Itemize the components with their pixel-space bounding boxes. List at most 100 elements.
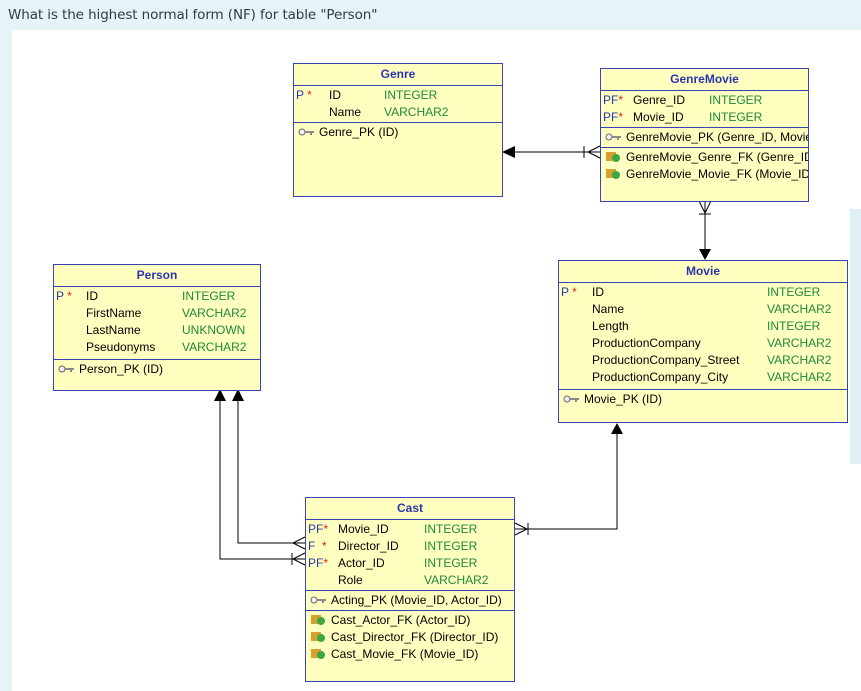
column-key-flag: PF* <box>308 556 329 570</box>
table-cast-columns: PF* Movie_ID INTEGER F * Director_ID INT… <box>306 520 514 591</box>
column-name: ID <box>592 285 604 299</box>
column-type: INTEGER <box>182 289 236 303</box>
table-person-title: Person <box>54 265 260 287</box>
table-genremovie-fks: GenreMovie_Genre_FK (Genre_ID GenreMovie… <box>601 148 808 184</box>
table-movie-title: Movie <box>559 261 847 283</box>
column-key-flag: P * <box>296 88 312 102</box>
column-type: INTEGER <box>384 88 438 102</box>
foreign-key-label: Cast_Movie_FK (Movie_ID) <box>331 647 479 661</box>
table-person[interactable]: Person P * ID INTEGER FirstName VARCHAR2… <box>53 264 261 391</box>
column-row: P * ID INTEGER <box>294 87 502 104</box>
table-genre[interactable]: Genre P * ID INTEGER Name VARCHAR2 Genre… <box>293 63 503 197</box>
column-type: VARCHAR2 <box>767 302 832 316</box>
column-row: PF* Movie_ID INTEGER <box>306 521 514 538</box>
column-type: INTEGER <box>424 522 478 536</box>
column-name: ProductionCompany <box>592 336 701 350</box>
column-name: Genre_ID <box>633 93 686 107</box>
column-type: VARCHAR2 <box>424 573 489 587</box>
key-icon <box>58 365 74 373</box>
table-genremovie-keys: GenreMovie_PK (Genre_ID, Movie <box>601 128 808 148</box>
column-type: VARCHAR2 <box>767 336 832 350</box>
column-row: Length INTEGER <box>559 318 847 335</box>
foreign-key-row: Cast_Director_FK (Director_ID) <box>306 629 514 646</box>
column-type: VARCHAR2 <box>182 340 247 354</box>
column-type: INTEGER <box>424 556 478 570</box>
table-movie-columns: P * ID INTEGER Name VARCHAR2 Length INTE… <box>559 283 847 390</box>
table-genremovie-title: GenreMovie <box>601 69 808 91</box>
column-name: Name <box>329 105 362 119</box>
column-name: Movie_ID <box>338 522 389 536</box>
foreign-key-label: Cast_Actor_FK (Actor_ID) <box>331 613 471 627</box>
foreign-key-label: GenreMovie_Movie_FK (Movie_ID) <box>626 167 808 181</box>
question-text: What is the highest normal form (NF) for… <box>8 7 378 23</box>
column-type: VARCHAR2 <box>384 105 449 119</box>
column-row: Pseudonyms VARCHAR2 <box>54 339 260 356</box>
column-row: FirstName VARCHAR2 <box>54 305 260 322</box>
foreign-key-row: Cast_Actor_FK (Actor_ID) <box>306 612 514 629</box>
column-type: VARCHAR2 <box>767 370 832 384</box>
column-name: ProductionCompany_Street <box>592 353 740 367</box>
column-row: Role VARCHAR2 <box>306 572 514 589</box>
column-row: ProductionCompany VARCHAR2 <box>559 335 847 352</box>
column-key-flag: F * <box>308 539 327 553</box>
primary-key-label: Genre_PK (ID) <box>319 125 399 139</box>
primary-key-row: Genre_PK (ID) <box>294 124 502 141</box>
column-row: PF* Movie_ID INTEGER <box>601 109 808 126</box>
column-name: Pseudonyms <box>86 340 156 354</box>
foreign-key-row: GenreMovie_Genre_FK (Genre_ID <box>601 149 808 166</box>
column-name: Actor_ID <box>338 556 385 570</box>
column-row: PF* Actor_ID INTEGER <box>306 555 514 572</box>
table-genre-columns: P * ID INTEGER Name VARCHAR2 <box>294 86 502 123</box>
column-name: Length <box>592 319 629 333</box>
column-row: ProductionCompany_Street VARCHAR2 <box>559 352 847 369</box>
foreign-key-icon <box>606 152 620 162</box>
foreign-key-icon <box>606 169 620 179</box>
table-cast[interactable]: Cast PF* Movie_ID INTEGER F * Director_I… <box>305 497 515 682</box>
table-person-keys: Person_PK (ID) <box>54 360 260 379</box>
table-genremovie[interactable]: GenreMovie PF* Genre_ID INTEGER PF* Movi… <box>600 68 809 202</box>
foreign-key-label: Cast_Director_FK (Director_ID) <box>331 630 499 644</box>
foreign-key-icon <box>311 632 325 642</box>
column-row: Name VARCHAR2 <box>294 104 502 121</box>
primary-key-row: GenreMovie_PK (Genre_ID, Movie <box>601 129 808 146</box>
table-movie[interactable]: Movie P * ID INTEGER Name VARCHAR2 Lengt… <box>558 260 848 423</box>
column-key-flag: PF* <box>308 522 329 536</box>
column-name: Director_ID <box>338 539 399 553</box>
key-icon <box>605 133 621 141</box>
foreign-key-row: Cast_Movie_FK (Movie_ID) <box>306 646 514 663</box>
column-name: Name <box>592 302 625 316</box>
column-type: INTEGER <box>709 93 763 107</box>
column-name: Movie_ID <box>633 110 684 124</box>
column-key-flag: PF* <box>603 110 624 124</box>
column-type: INTEGER <box>424 539 478 553</box>
table-genre-keys: Genre_PK (ID) <box>294 123 502 142</box>
column-key-flag: P * <box>561 285 577 299</box>
key-icon <box>563 395 579 403</box>
column-type: INTEGER <box>767 285 821 299</box>
column-type: VARCHAR2 <box>182 306 247 320</box>
key-icon <box>310 596 326 604</box>
primary-key-label: Movie_PK (ID) <box>584 392 663 406</box>
primary-key-row: Movie_PK (ID) <box>559 391 847 408</box>
column-type: VARCHAR2 <box>767 353 832 367</box>
side-scroll-strip <box>850 209 861 464</box>
table-movie-keys: Movie_PK (ID) <box>559 390 847 409</box>
table-person-columns: P * ID INTEGER FirstName VARCHAR2 LastNa… <box>54 287 260 360</box>
column-row: F * Director_ID INTEGER <box>306 538 514 555</box>
column-type: INTEGER <box>709 110 763 124</box>
table-cast-title: Cast <box>306 498 514 520</box>
column-name: LastName <box>86 323 141 337</box>
foreign-key-icon <box>311 649 325 659</box>
column-row: PF* Genre_ID INTEGER <box>601 92 808 109</box>
primary-key-label: Person_PK (ID) <box>79 362 164 376</box>
column-row: LastName UNKNOWN <box>54 322 260 339</box>
column-name: ID <box>329 88 341 102</box>
table-cast-keys: Acting_PK (Movie_ID, Actor_ID) <box>306 591 514 611</box>
column-name: ProductionCompany_City <box>592 370 729 384</box>
primary-key-label: GenreMovie_PK (Genre_ID, Movie <box>626 130 808 144</box>
foreign-key-row: GenreMovie_Movie_FK (Movie_ID) <box>601 166 808 183</box>
column-name: Role <box>338 573 363 587</box>
foreign-key-label: GenreMovie_Genre_FK (Genre_ID <box>626 150 808 164</box>
foreign-key-icon <box>311 615 325 625</box>
column-key-flag: P * <box>56 289 72 303</box>
